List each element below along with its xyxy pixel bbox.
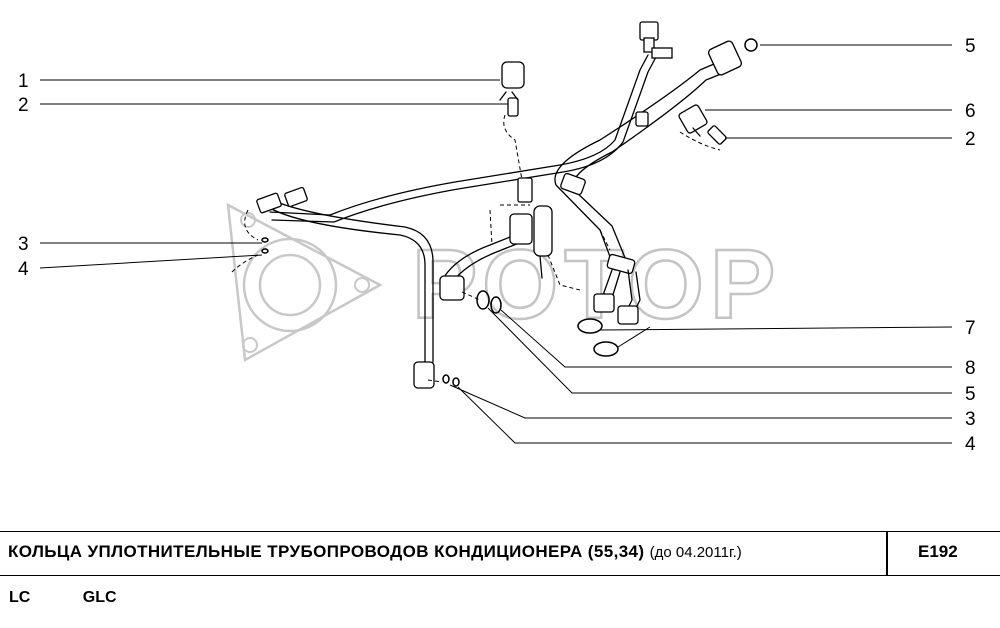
title-bar: КОЛЬЦА УПЛОТНИТЕЛЬНЫЕ ТРУБОПРОВОДОВ КОНД… <box>0 531 1000 576</box>
o-ring <box>261 248 269 254</box>
leader-lines <box>39 44 953 444</box>
o-ring <box>593 341 619 357</box>
callout-number: 8 <box>965 358 976 379</box>
callout-number: 2 <box>965 129 976 150</box>
callouts-right: 5 6 2 7 8 5 3 4 <box>965 36 976 455</box>
callout-number: 6 <box>965 101 976 122</box>
model-list: LC GLC <box>9 589 165 607</box>
o-ring <box>442 374 450 384</box>
callout-number: 4 <box>965 434 976 455</box>
page-title: КОЛЬЦА УПЛОТНИТЕЛЬНЫЕ ТРУБОПРОВОДОВ КОНД… <box>8 542 742 562</box>
o-ring <box>452 377 460 387</box>
callout-number: 2 <box>18 95 29 116</box>
callout-number: 5 <box>965 36 976 57</box>
title-divider <box>886 532 888 575</box>
callout-number: 3 <box>18 234 29 255</box>
page-code: E192 <box>918 542 958 561</box>
o-ring <box>261 237 269 243</box>
callout-number: 1 <box>18 71 29 92</box>
sealing-rings <box>261 38 758 387</box>
model-label: GLC <box>82 589 117 606</box>
callout-number: 5 <box>965 384 976 405</box>
title-note: (до 04.2011г.) <box>649 544 742 561</box>
pipe-assembly <box>231 21 743 389</box>
callouts-left: 1 2 3 4 <box>18 71 29 280</box>
watermark: РОТОР <box>226 202 781 363</box>
title-main: КОЛЬЦА УПЛОТНИТЕЛЬНЫЕ ТРУБОПРОВОДОВ КОНД… <box>8 542 645 561</box>
model-label: LC <box>9 589 31 606</box>
callout-number: 3 <box>965 409 976 430</box>
o-ring <box>476 290 490 310</box>
o-ring <box>490 296 502 314</box>
watermark-text: РОТОР <box>412 229 781 339</box>
o-ring <box>577 318 603 334</box>
callout-number: 7 <box>965 318 976 339</box>
o-ring <box>744 38 758 52</box>
callout-number: 4 <box>18 259 29 280</box>
